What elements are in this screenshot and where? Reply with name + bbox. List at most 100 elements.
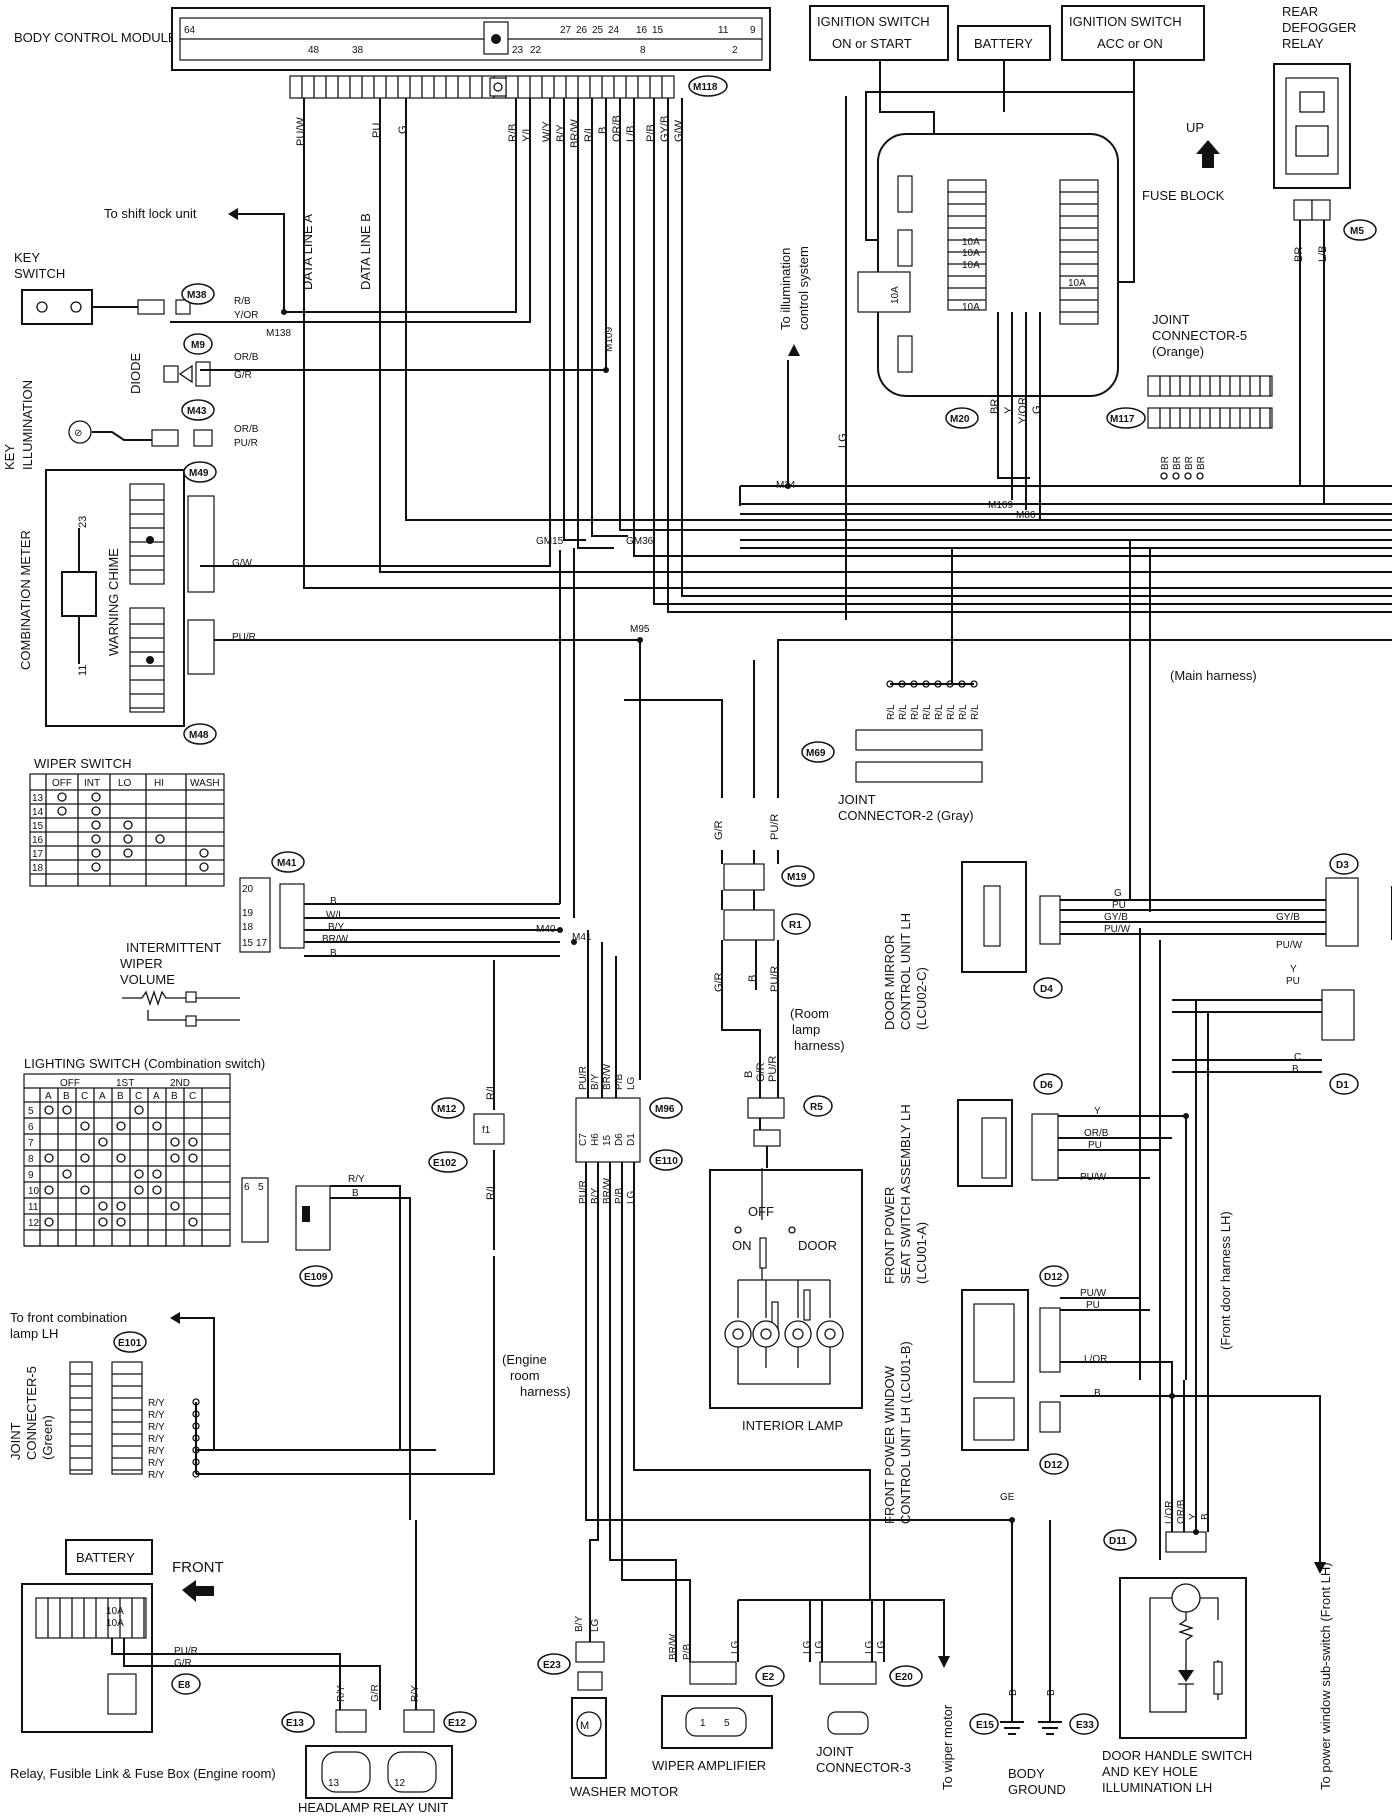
svg-text:E13: E13: [286, 1718, 304, 1729]
svg-text:FRONT POWER WINDOW: FRONT POWER WINDOW: [882, 1365, 897, 1524]
svg-text:LG: LG: [802, 1640, 813, 1654]
svg-text:23: 23: [512, 45, 524, 56]
svg-text:OR/B: OR/B: [1176, 1499, 1187, 1524]
svg-text:BODY: BODY: [1008, 1766, 1045, 1781]
svg-text:13: 13: [328, 1778, 340, 1789]
svg-text:R/L: R/L: [946, 704, 957, 720]
svg-text:R/B: R/B: [507, 124, 519, 142]
svg-text:LG: LG: [626, 1190, 637, 1204]
svg-text:M19: M19: [787, 872, 807, 883]
svg-text:E23: E23: [543, 1660, 561, 1671]
svg-text:11: 11: [77, 665, 89, 676]
svg-text:RELAY: RELAY: [1282, 36, 1324, 51]
svg-text:FRONT POWER: FRONT POWER: [882, 1187, 897, 1284]
svg-text:B: B: [1046, 1689, 1057, 1696]
svg-text:9: 9: [28, 1170, 34, 1181]
svg-text:P/B: P/B: [645, 124, 657, 142]
svg-text:11: 11: [718, 25, 729, 36]
svg-text:CONNECTOR-2 (Gray): CONNECTOR-2 (Gray): [838, 808, 974, 823]
svg-text:M117: M117: [1110, 414, 1135, 425]
svg-text:1ST: 1ST: [116, 1078, 134, 1089]
svg-text:JOINT: JOINT: [8, 1422, 23, 1460]
svg-text:lamp LH: lamp LH: [10, 1326, 58, 1341]
svg-text:LG: LG: [876, 1640, 887, 1654]
svg-text:R/L: R/L: [485, 1083, 497, 1100]
svg-text:To shift lock unit: To shift lock unit: [104, 206, 197, 221]
svg-text:B: B: [171, 1091, 178, 1102]
svg-text:9: 9: [750, 25, 756, 36]
svg-text:(Room: (Room: [790, 1006, 829, 1021]
svg-text:C: C: [1294, 1052, 1301, 1063]
svg-text:VOLUME: VOLUME: [120, 972, 175, 987]
svg-text:12: 12: [28, 1218, 40, 1229]
svg-text:B: B: [747, 975, 759, 982]
svg-text:control system: control system: [796, 246, 811, 330]
svg-text:A: A: [99, 1091, 106, 1102]
svg-text:B/Y: B/Y: [555, 124, 567, 142]
left-components: To shift lock unit KEY SWITCH M38 R/B Y/…: [2, 206, 365, 1781]
svg-text:Y: Y: [1003, 406, 1015, 414]
svg-text:M138: M138: [266, 328, 291, 339]
svg-text:D3: D3: [1336, 860, 1349, 871]
svg-text:BR: BR: [1196, 456, 1207, 470]
svg-text:15: 15: [242, 938, 254, 949]
svg-text:16: 16: [32, 835, 44, 846]
svg-text:E20: E20: [895, 1672, 913, 1683]
svg-text:R/Y: R/Y: [148, 1398, 165, 1409]
svg-text:A: A: [153, 1091, 160, 1102]
svg-text:B: B: [1094, 1388, 1101, 1399]
svg-text:D4: D4: [1040, 984, 1053, 995]
svg-text:GY/B: GY/B: [659, 116, 671, 142]
svg-text:B/Y: B/Y: [574, 1616, 585, 1632]
svg-text:ON: ON: [732, 1238, 752, 1253]
svg-text:R/L: R/L: [886, 704, 897, 720]
svg-text:G/R: G/R: [370, 1684, 381, 1702]
bcm-title: BODY CONTROL MODULE (BCM): [14, 30, 218, 45]
svg-text:To illumination: To illumination: [778, 248, 793, 330]
svg-text:Y/OR: Y/OR: [234, 310, 258, 321]
data-line-a: DATA LINE A: [300, 214, 315, 290]
svg-text:D6: D6: [614, 1133, 625, 1146]
svg-text:24: 24: [608, 25, 620, 36]
svg-text:10A: 10A: [890, 286, 901, 304]
svg-text:G/W: G/W: [673, 119, 685, 142]
svg-text:PU/R: PU/R: [769, 966, 781, 992]
svg-text:KEY: KEY: [14, 250, 40, 265]
svg-text:OFF: OFF: [748, 1204, 774, 1219]
svg-text:OFF: OFF: [60, 1078, 80, 1089]
svg-text:PU/R: PU/R: [578, 1180, 589, 1204]
svg-text:E101: E101: [118, 1338, 142, 1349]
svg-text:OR/B: OR/B: [234, 352, 259, 363]
svg-text:10A: 10A: [962, 248, 980, 259]
svg-text:R/Y: R/Y: [148, 1422, 165, 1433]
svg-text:WIPER SWITCH: WIPER SWITCH: [34, 756, 132, 771]
svg-text:Y/OR: Y/OR: [1017, 397, 1029, 424]
svg-text:PU/R: PU/R: [578, 1066, 589, 1090]
svg-text:(Orange): (Orange): [1152, 344, 1204, 359]
svg-text:E12: E12: [448, 1718, 466, 1729]
svg-text:C: C: [135, 1091, 142, 1102]
svg-text:harness): harness): [794, 1038, 845, 1053]
svg-text:E33: E33: [1076, 1720, 1094, 1731]
svg-text:G: G: [397, 125, 409, 134]
front-label: FRONT: [172, 1559, 224, 1576]
svg-text:PU/W: PU/W: [1276, 940, 1303, 951]
svg-text:BR/W: BR/W: [569, 119, 581, 148]
svg-text:R/L: R/L: [910, 704, 921, 720]
svg-text:R/Y: R/Y: [148, 1470, 165, 1481]
svg-text:23: 23: [77, 516, 89, 528]
svg-text:OR/B: OR/B: [611, 115, 623, 142]
svg-text:OR/B: OR/B: [1084, 1128, 1109, 1139]
svg-text:(Main harness): (Main harness): [1170, 668, 1257, 683]
svg-text:C: C: [189, 1091, 196, 1102]
svg-text:M109: M109: [604, 327, 615, 352]
svg-text:25: 25: [592, 25, 604, 36]
svg-text:38: 38: [352, 45, 364, 56]
svg-text:Relay, Fusible Link & Fuse Box: Relay, Fusible Link & Fuse Box (Engine r…: [10, 1766, 276, 1781]
svg-text:To front combination: To front combination: [10, 1310, 127, 1325]
svg-text:(Front door harness LH): (Front door harness LH): [1218, 1211, 1233, 1350]
svg-text:17: 17: [32, 849, 44, 860]
svg-text:GROUND: GROUND: [1008, 1782, 1066, 1797]
svg-text:M86: M86: [1016, 510, 1036, 521]
svg-text:G/R: G/R: [713, 820, 725, 840]
